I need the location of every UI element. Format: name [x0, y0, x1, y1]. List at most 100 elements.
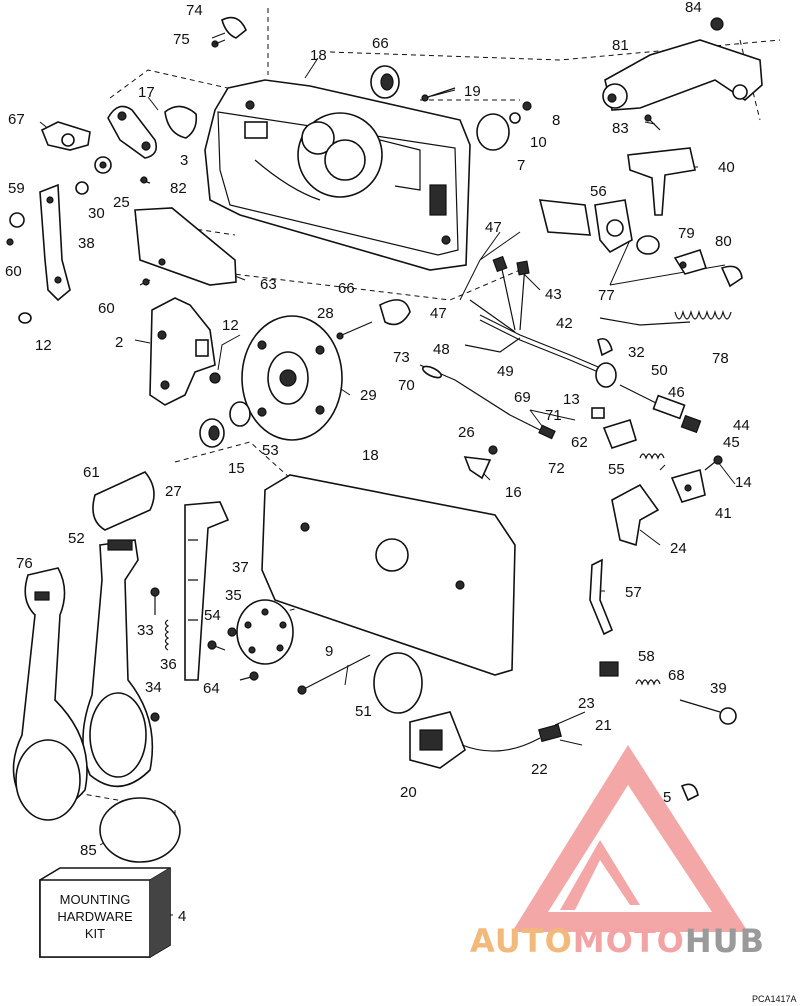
part-12-plug-left	[18, 312, 32, 324]
part-16-bracket	[463, 456, 492, 480]
part-70-cable	[419, 364, 541, 431]
part-3-link	[107, 105, 158, 159]
callout-79: 79	[678, 225, 695, 242]
part-15-bushing	[199, 418, 225, 448]
part-58-block	[599, 661, 619, 677]
part-39-bolt	[679, 699, 737, 725]
part-60-screw-lower	[139, 278, 151, 286]
callout-25: 25	[113, 194, 130, 211]
part-30-nut	[75, 181, 89, 195]
callout-83: 83	[612, 120, 629, 137]
callout-58: 58	[638, 648, 655, 665]
part-54-pin	[207, 640, 226, 651]
callout-59: 59	[8, 180, 25, 197]
callout-35: 35	[225, 587, 242, 604]
callout-74: 74	[186, 2, 203, 19]
part-74-clip	[221, 16, 247, 39]
callout-44: 44	[733, 417, 750, 434]
callout-42: 42	[556, 315, 573, 332]
callout-26: 26	[458, 424, 475, 441]
callout-77: 77	[598, 287, 615, 304]
callout-81: 81	[612, 37, 629, 54]
watermark-text: AUTOMOTOHUB	[470, 922, 765, 960]
part-44-connector	[680, 414, 702, 434]
part-32-clip	[597, 337, 613, 357]
part-25-washer	[94, 156, 112, 174]
part-41-switch	[670, 468, 706, 503]
part-62-block	[602, 418, 637, 449]
part-83-screw	[644, 114, 661, 131]
callout-28: 28	[317, 305, 334, 322]
callout-33: 33	[137, 622, 154, 639]
callout-17: 17	[138, 84, 155, 101]
callout-50: 50	[651, 362, 668, 379]
callout-22: 22	[531, 761, 548, 778]
callout-37: 37	[232, 559, 249, 576]
callout-7: 7	[517, 157, 525, 174]
callout-30: 30	[88, 205, 105, 222]
part-10-washer	[509, 112, 521, 124]
callout-85: 85	[80, 842, 97, 859]
callout-64: 64	[203, 680, 220, 697]
callout-80: 80	[715, 233, 732, 250]
part-84-nut	[710, 17, 724, 31]
part-46-plug	[619, 384, 686, 420]
part-36-spring	[164, 619, 170, 651]
part-12-plug-center	[209, 372, 221, 384]
part-52-throttle-handle	[82, 539, 154, 788]
callout-18-lower: 18	[362, 447, 379, 464]
part-2-lever-assembly	[149, 297, 216, 406]
callout-55: 55	[608, 461, 625, 478]
part-55-spring	[639, 453, 665, 460]
part-14-screw	[704, 455, 723, 471]
callout-12-center: 12	[222, 317, 239, 334]
part-63-plate	[134, 207, 237, 286]
callout-36: 36	[160, 656, 177, 673]
callout-57: 57	[625, 584, 642, 601]
callout-60-upper: 60	[5, 263, 22, 280]
callout-70: 70	[398, 377, 415, 394]
callout-4: 4	[178, 908, 186, 925]
callout-60-lower: 60	[98, 300, 115, 317]
part-4-mounting-hardware-kit-box	[39, 867, 171, 958]
callout-47-mid: 47	[430, 305, 447, 322]
part-53-ring	[229, 401, 251, 427]
callout-15: 15	[228, 460, 245, 477]
part-66-upper-grommet	[370, 65, 400, 99]
kit-label-line-2: HARDWARE	[57, 909, 133, 924]
part-21-connector	[538, 723, 562, 743]
callout-43: 43	[545, 286, 562, 303]
part-51-disc	[373, 652, 423, 714]
part-26-screw	[488, 445, 498, 455]
part-57-lever	[589, 558, 614, 636]
callout-18-upper: 18	[310, 47, 327, 64]
callout-8: 8	[552, 112, 560, 129]
callout-20: 20	[400, 784, 417, 801]
part-42-wiring-harness	[464, 255, 611, 378]
part-37-detent-gear	[236, 599, 294, 665]
part-66-lower-grommet	[379, 299, 411, 326]
callout-24: 24	[670, 540, 687, 557]
callout-2: 2	[115, 334, 123, 351]
part-80-key	[673, 248, 708, 275]
callout-19: 19	[464, 83, 481, 100]
part-19-screw	[421, 87, 456, 102]
part-27-linkage	[184, 501, 230, 681]
callout-48: 48	[433, 341, 450, 358]
part-28-screw	[336, 321, 373, 340]
watermark-logo-icon	[512, 745, 748, 932]
callout-12-left: 12	[35, 337, 52, 354]
callout-39: 39	[710, 680, 727, 697]
part-29-gear	[241, 315, 343, 441]
part-81-throttle-arm	[602, 39, 763, 111]
callout-38: 38	[78, 235, 95, 252]
callout-82: 82	[170, 180, 187, 197]
callout-67: 67	[8, 111, 25, 128]
part-22-wire	[461, 737, 541, 752]
part-77-lanyard-clip	[720, 265, 743, 288]
part-38-lever	[39, 183, 71, 302]
callout-10: 10	[530, 134, 547, 151]
callout-76: 76	[16, 555, 33, 572]
callout-72: 72	[548, 460, 565, 477]
part-34-screw	[150, 712, 160, 722]
